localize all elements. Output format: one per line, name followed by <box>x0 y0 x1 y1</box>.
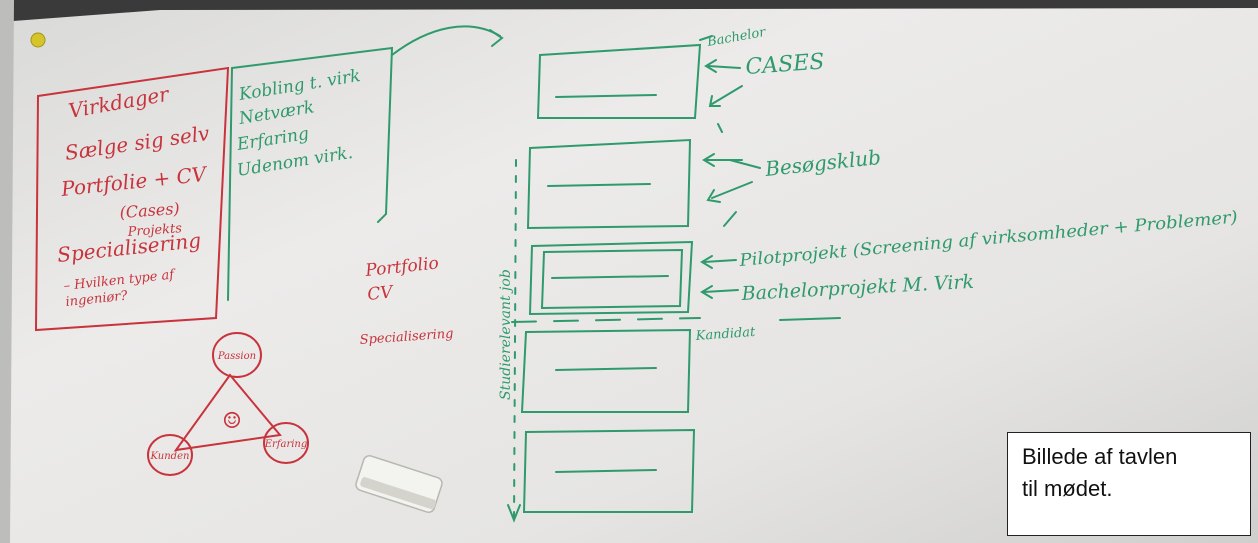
triangle-center-face: ☺ <box>222 409 242 434</box>
magnet <box>30 32 46 48</box>
right-arrows <box>700 59 841 321</box>
red-box-line-4: (Cases) <box>119 199 180 222</box>
red-middle-specialisering: Specialisering <box>359 326 454 348</box>
stack-mid-label: Kandidat <box>694 325 756 344</box>
triangle-right-label: Erfaring <box>264 439 308 450</box>
red-middle-cv: CV <box>366 282 395 305</box>
vertical-label: Studierelevant job <box>498 269 514 400</box>
triangle-top-label: Passion <box>217 351 256 362</box>
red-box-line-8: ingeniør? <box>65 288 129 310</box>
caption-line-1: Billede af tavlen <box>1022 444 1178 469</box>
label-cases: CASES <box>745 50 825 80</box>
green-stack <box>507 35 713 523</box>
green-box <box>227 25 504 301</box>
board-frame-left <box>0 0 14 543</box>
triangle-diagram <box>147 332 309 476</box>
red-box <box>34 66 230 332</box>
red-box-line-5: Projekts <box>126 221 183 240</box>
board-frame-top <box>0 0 1258 22</box>
caption-line-2: til mødet. <box>1022 476 1113 501</box>
triangle-left-label: Kunden <box>150 451 190 462</box>
eraser <box>355 455 443 513</box>
caption-box: Billede af tavlen til mødet. <box>1007 432 1251 536</box>
